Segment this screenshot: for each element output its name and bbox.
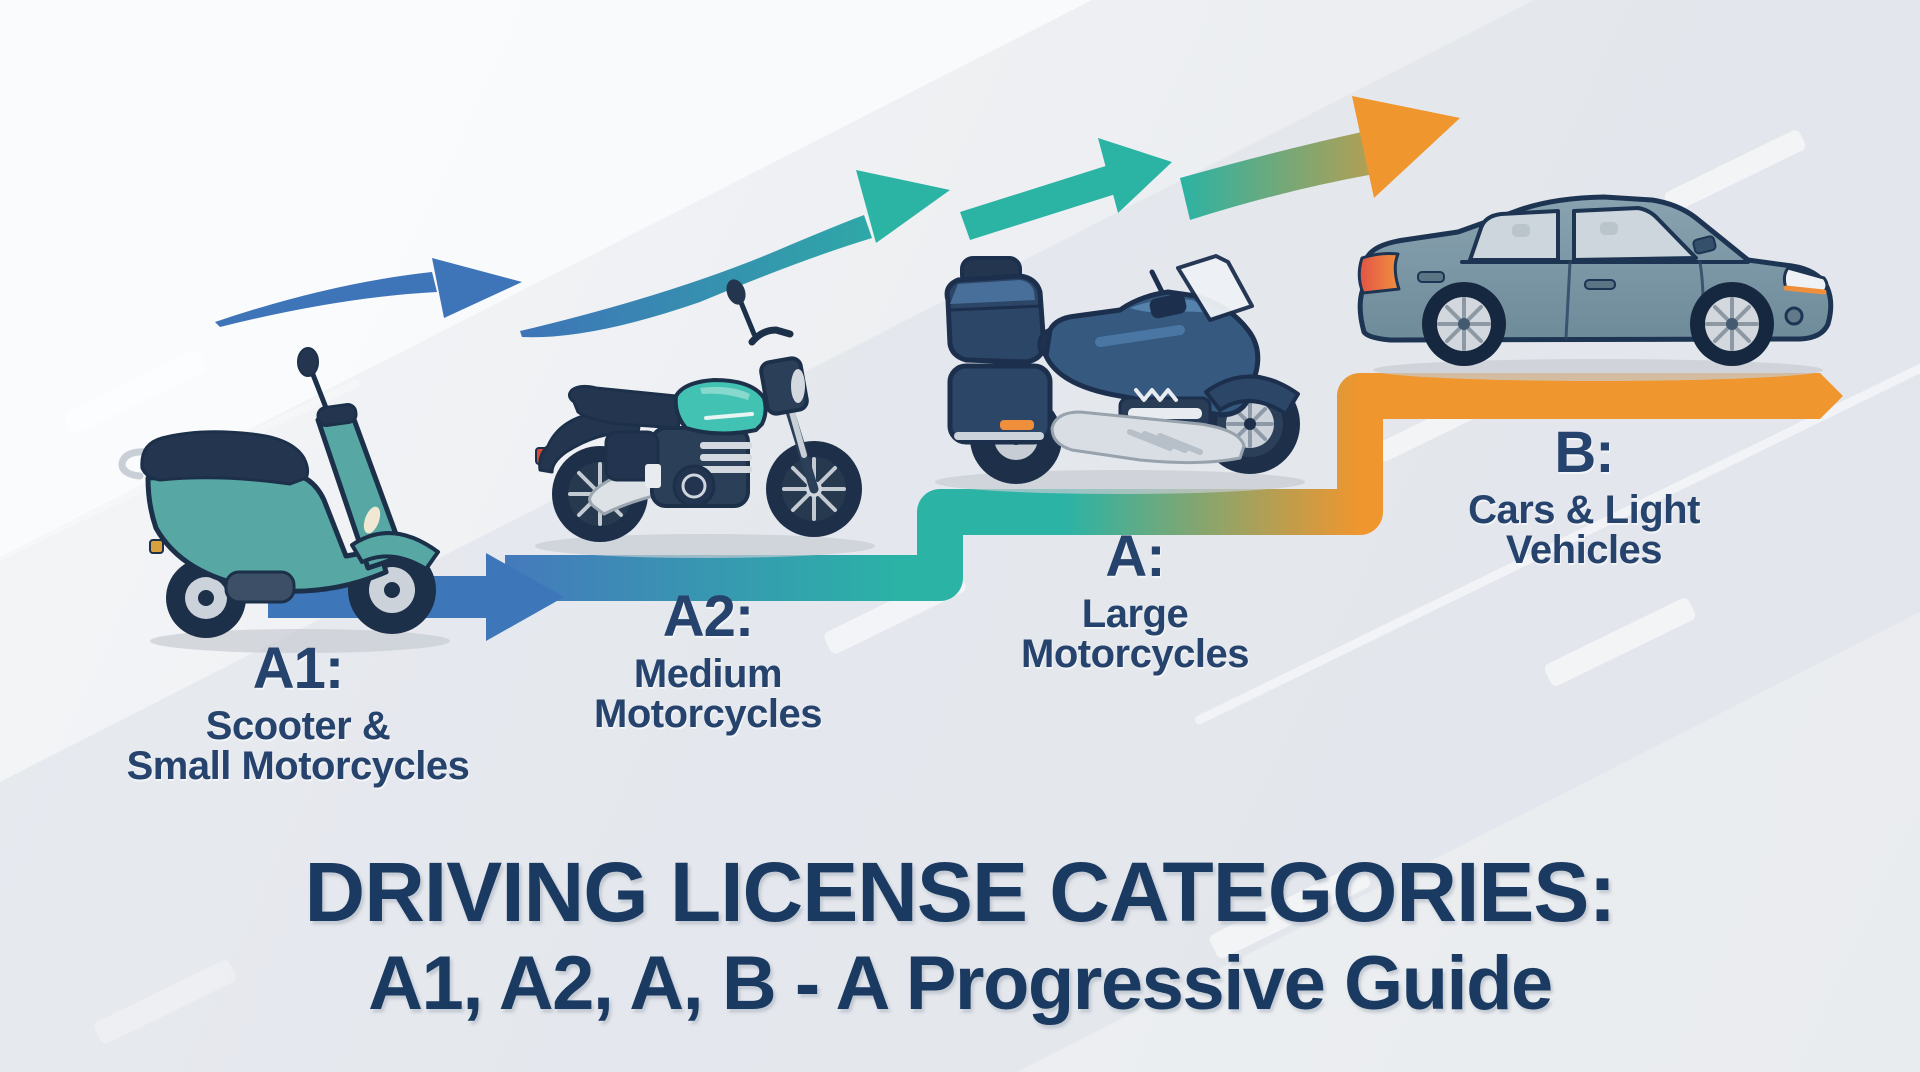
title-line2: A1, A2, A, B - A Progressive Guide	[368, 941, 1553, 1026]
category-label-a1: A1: Scooter & Small Motorcycles	[126, 636, 470, 788]
category-label-a: A: Large Motorcycles	[1021, 524, 1249, 676]
large-motorcycle-illustration	[935, 254, 1305, 494]
category-code-a2: A2:	[662, 584, 754, 649]
category-desc-a2-line1: Medium	[633, 652, 783, 696]
sedan-car-illustration	[1357, 194, 1834, 381]
category-desc-a-line1: Large	[1081, 592, 1189, 636]
category-desc-b-line2: Vehicles	[1505, 528, 1663, 572]
page-title: DRIVING LICENSE CATEGORIES: A1, A2, A, B…	[0, 850, 1920, 1022]
step-band-end-point	[1796, 373, 1843, 419]
category-label-a2: A2: Medium Motorcycles	[594, 584, 822, 736]
category-desc-a1-line1: Scooter &	[205, 704, 391, 748]
category-code-b: B:	[1554, 420, 1614, 485]
ascending-arrow-2	[520, 170, 950, 338]
title-line1: DRIVING LICENSE CATEGORIES:	[304, 845, 1617, 939]
category-desc-b-line1: Cars & Light	[1468, 488, 1700, 532]
medium-motorcycle-illustration	[535, 279, 875, 558]
car-rear-wheel	[1422, 282, 1506, 366]
scooter-shadow	[150, 629, 450, 653]
category-desc-a2-line2: Motorcycles	[594, 692, 822, 736]
category-code-a: A:	[1105, 524, 1165, 589]
category-desc-a-line2: Motorcycles	[1021, 632, 1249, 676]
medium-motorcycle-shadow	[535, 534, 875, 558]
ascending-arrow-3	[960, 138, 1172, 240]
category-label-b: B: Cars & Light Vehicles	[1468, 420, 1700, 572]
ascending-arrow-1	[215, 258, 522, 327]
category-desc-a1-line2: Small Motorcycles	[126, 744, 470, 788]
progression-step-band	[505, 373, 1843, 601]
car-front-wheel	[1690, 282, 1774, 366]
category-code-a1: A1:	[252, 636, 344, 701]
ascending-arrow-4	[1180, 96, 1460, 220]
scooter-illustration	[118, 347, 450, 653]
car-shadow	[1373, 359, 1823, 381]
